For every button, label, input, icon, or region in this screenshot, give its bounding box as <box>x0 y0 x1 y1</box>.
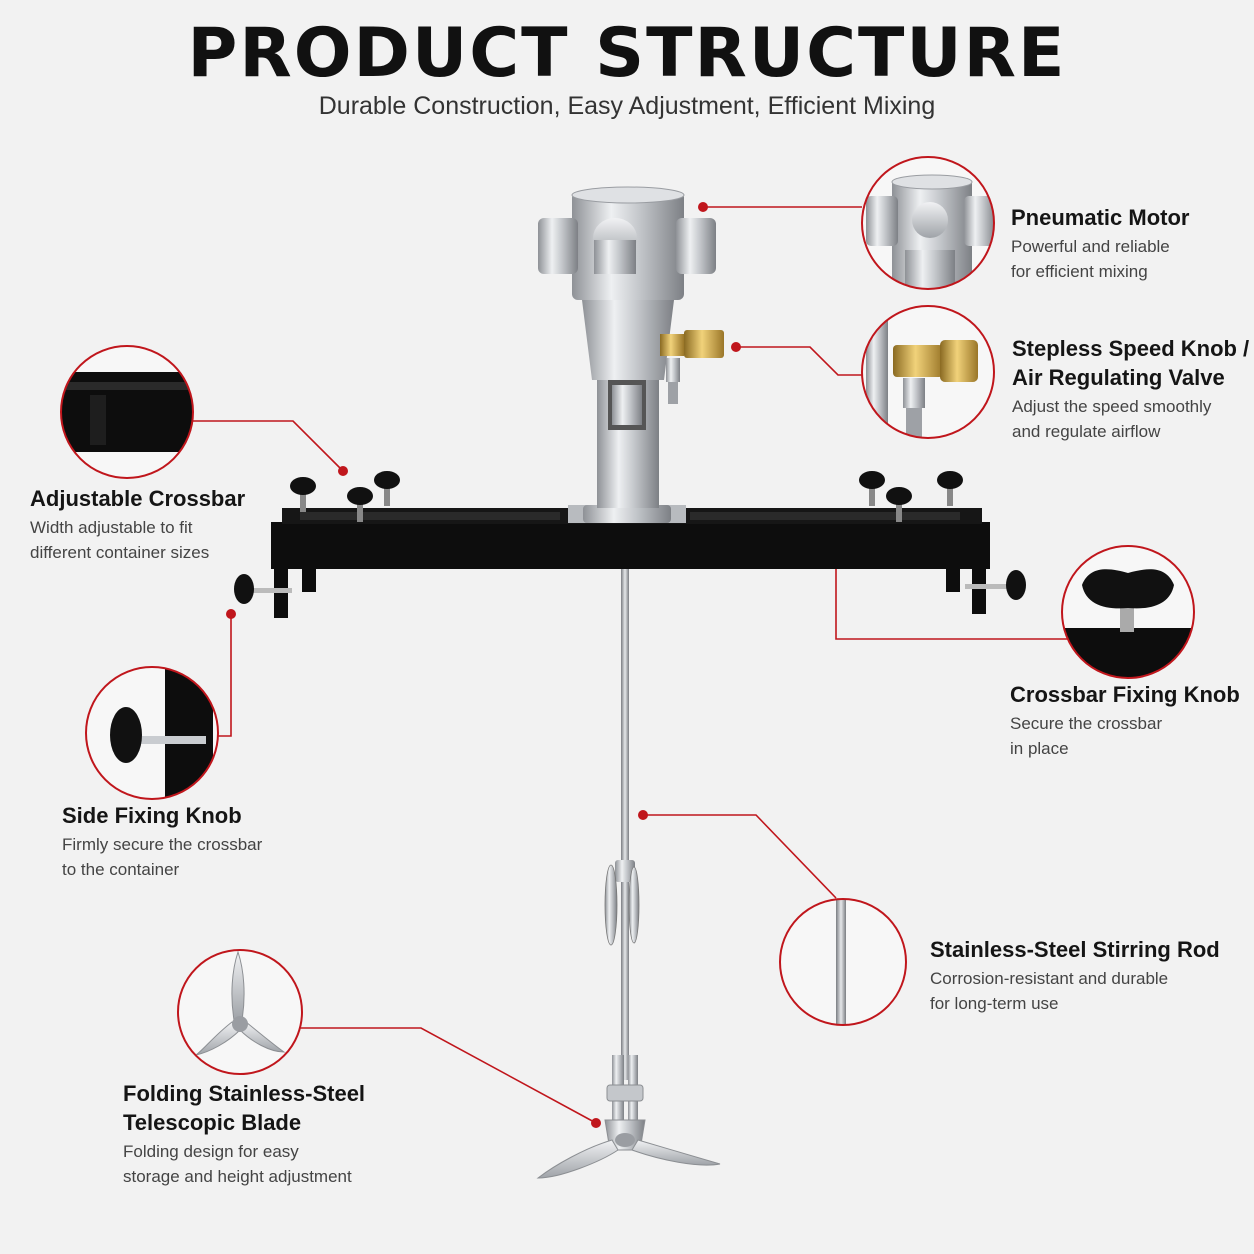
feature-desc-line: to the container <box>62 860 180 879</box>
stirring-rod <box>621 560 629 1080</box>
feature-desc-line: Adjust the speed smoothly <box>1012 397 1212 416</box>
feature-desc-line: Folding design for easy <box>123 1142 299 1161</box>
crossbar-knobs <box>290 471 963 522</box>
folding-blade <box>536 1055 721 1179</box>
feature-desc-line: Width adjustable to fit <box>30 518 193 537</box>
air-valve <box>660 330 724 404</box>
feature-desc-line: for efficient mixing <box>1011 262 1148 281</box>
feature-crossbar: Adjustable Crossbar Width adjustable to … <box>30 484 245 565</box>
feature-title: Air Regulating Valve <box>1012 365 1225 390</box>
feature-stirring-rod: Stainless-Steel Stirring Rod Corrosion-r… <box>930 935 1220 1016</box>
feature-title: Adjustable Crossbar <box>30 486 246 511</box>
rod-clip <box>604 860 640 946</box>
feature-title: Telescopic Blade <box>123 1110 302 1135</box>
feature-desc-line: different container sizes <box>30 543 210 562</box>
callout-blade-closeup <box>177 949 303 1075</box>
feature-desc-line: for long-term use <box>930 994 1059 1013</box>
feature-desc-line: and regulate airflow <box>1012 422 1161 441</box>
page-title: PRODUCT STRUCTURE <box>187 14 1067 93</box>
feature-title: Pneumatic Motor <box>1011 205 1190 230</box>
feature-blade: Folding Stainless-Steel Telescopic Blade… <box>123 1079 365 1189</box>
page-subtitle: Durable Construction, Easy Adjustment, E… <box>318 92 936 120</box>
callout-valve-closeup <box>861 305 995 439</box>
feature-title: Side Fixing Knob <box>62 803 242 828</box>
feature-title: Folding Stainless-Steel <box>123 1081 366 1106</box>
callout-knob-closeup <box>1061 545 1195 679</box>
feature-desc-line: Corrosion-resistant and durable <box>930 969 1169 988</box>
feature-speed-knob: Stepless Speed Knob / Air Regulating Val… <box>1012 334 1249 444</box>
feature-desc-line: Powerful and reliable <box>1011 237 1170 256</box>
pneumatic-motor <box>538 186 716 523</box>
callout-rod-closeup <box>779 898 907 1026</box>
feature-side-knob: Side Fixing Knob Firmly secure the cross… <box>62 801 262 882</box>
callout-side-knob-closeup <box>85 666 219 800</box>
callout-motor-closeup <box>861 156 995 290</box>
feature-title: Stainless-Steel Stirring Rod <box>930 937 1220 962</box>
feature-title: Crossbar Fixing Knob <box>1010 682 1240 707</box>
feature-desc-line: Firmly secure the crossbar <box>62 835 263 854</box>
feature-desc-line: in place <box>1010 739 1069 758</box>
leader-dots <box>226 202 841 1128</box>
feature-pneumatic-motor: Pneumatic Motor Powerful and reliable fo… <box>1011 203 1189 284</box>
feature-desc-line: Secure the crossbar <box>1010 714 1163 733</box>
feature-desc-line: storage and height adjustment <box>123 1167 352 1186</box>
feature-crossbar-knob: Crossbar Fixing Knob Secure the crossbar… <box>1010 680 1240 761</box>
feature-title: Stepless Speed Knob / <box>1012 336 1250 361</box>
callout-crossbar-closeup <box>60 345 194 479</box>
crossbar <box>234 505 1026 618</box>
leader-lines <box>192 206 1068 1124</box>
